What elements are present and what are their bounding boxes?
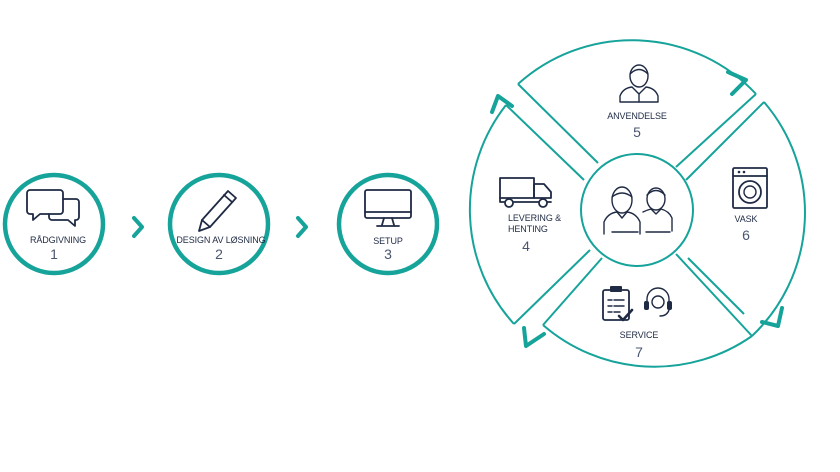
cycle-arc-bottom — [542, 324, 753, 368]
cycle-item-service: SERVICE 7 — [602, 286, 672, 360]
cycle-divider — [675, 253, 753, 337]
cycle-divider — [687, 257, 745, 315]
step-label: DESIGN AV LØSNING — [176, 235, 265, 245]
cycle-arc-top — [517, 39, 757, 95]
headset-icon — [644, 287, 672, 317]
chat-bubbles-icon — [26, 189, 80, 227]
cycle-arc-right — [751, 101, 806, 337]
person-icon — [619, 64, 659, 103]
pencil-icon — [198, 190, 237, 232]
people-icon — [603, 186, 673, 235]
cycle-number: 4 — [522, 238, 530, 254]
truck-icon — [499, 177, 552, 208]
step-label: SETUP — [373, 236, 403, 246]
cycle-label: SERVICE — [620, 330, 659, 340]
cycle-label-line1: LEVERING & — [508, 213, 561, 223]
cycle-number: 6 — [742, 227, 750, 243]
cycle-item-anvendelse: ANVENDELSE 5 — [607, 64, 667, 140]
cycle-item-levering: LEVERING & HENTING 4 — [499, 177, 561, 254]
arrow-icon — [760, 306, 784, 328]
step-circle — [2, 172, 106, 276]
step-label: RÅDGIVNING — [30, 235, 86, 245]
cycle-divider — [505, 104, 585, 181]
monitor-icon — [364, 189, 412, 227]
step-radgivning: RÅDGIVNING 1 — [2, 172, 106, 276]
cycle-number: 7 — [635, 344, 643, 360]
cycle-divider — [517, 83, 599, 164]
step-setup: SETUP 3 — [336, 172, 440, 276]
cycle-label: ANVENDELSE — [607, 111, 667, 121]
step-number: 2 — [215, 246, 223, 262]
chevron-right-icon — [296, 216, 308, 238]
step-number: 3 — [384, 246, 392, 262]
cycle-label-line2: HENTING — [508, 224, 548, 234]
step-design: DESIGN AV LØSNING 2 — [167, 172, 271, 276]
step-circle — [167, 172, 271, 276]
cycle-arc-left — [468, 104, 515, 325]
cycle-number: 5 — [633, 124, 641, 140]
washing-machine-icon — [732, 167, 768, 209]
cycle-divider — [542, 257, 603, 326]
cycle-divider — [675, 93, 757, 168]
chevron-right-icon — [132, 216, 144, 238]
cycle-divider — [513, 249, 591, 325]
cycle: ANVENDELSE 5 VASK 6 — [468, 39, 806, 368]
arrow-icon — [726, 70, 748, 96]
cycle-hub — [580, 153, 694, 267]
clipboard-icon — [602, 286, 634, 322]
step-circle — [336, 172, 440, 276]
arrow-icon — [522, 326, 546, 348]
cycle-item-vask: VASK 6 — [732, 167, 768, 243]
step-number: 1 — [50, 246, 58, 262]
arrow-icon — [490, 94, 514, 114]
cycle-label: VASK — [735, 214, 758, 224]
cycle-divider — [685, 101, 765, 181]
